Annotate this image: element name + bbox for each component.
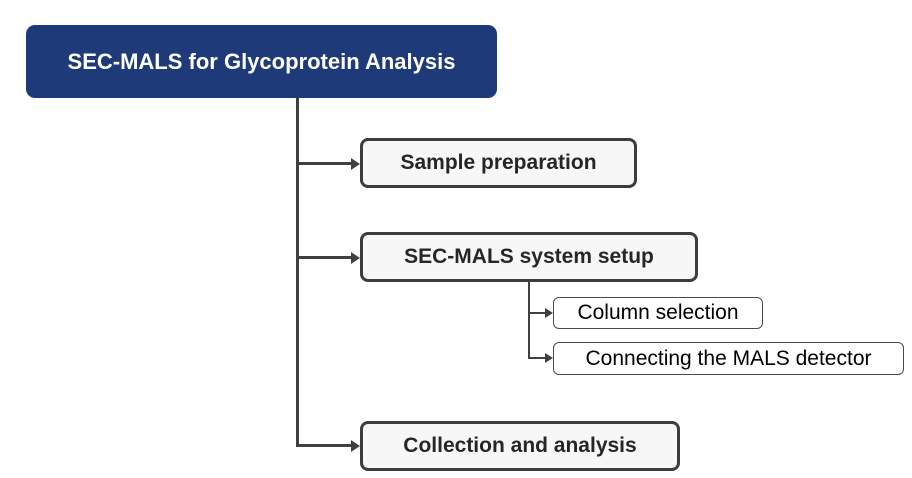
node-connecting-mals-detector-label: Connecting the MALS detector: [585, 346, 872, 370]
arrowhead-system-setup-icon: [351, 251, 360, 264]
node-root-label: SEC-MALS for Glycoprotein Analysis: [67, 48, 456, 74]
node-root: SEC-MALS for Glycoprotein Analysis: [26, 25, 497, 98]
arrowhead-connecting-mals-detector-icon: [545, 353, 553, 363]
connector-subtrunk-system-setup: [528, 281, 530, 359]
node-sec-mals-system-setup-label: SEC-MALS system setup: [404, 245, 654, 268]
node-sample-preparation-label: Sample preparation: [400, 151, 597, 174]
connector-branch-system-setup: [296, 256, 353, 259]
node-connecting-mals-detector: Connecting the MALS detector: [553, 342, 904, 375]
arrowhead-sample-preparation-icon: [351, 157, 360, 170]
connector-branch-connecting-mals-detector: [528, 357, 546, 359]
connector-branch-column-selection: [528, 312, 546, 314]
connector-branch-collection-analysis: [296, 444, 353, 447]
node-column-selection-label: Column selection: [577, 301, 739, 324]
node-collection-and-analysis: Collection and analysis: [360, 421, 680, 471]
connector-trunk: [296, 98, 299, 447]
node-column-selection: Column selection: [553, 297, 763, 329]
arrowhead-collection-analysis-icon: [351, 439, 360, 452]
node-sec-mals-system-setup: SEC-MALS system setup: [360, 232, 698, 282]
arrowhead-column-selection-icon: [545, 308, 553, 318]
node-collection-and-analysis-label: Collection and analysis: [403, 434, 637, 457]
connector-branch-sample-preparation: [296, 162, 353, 165]
node-sample-preparation: Sample preparation: [360, 138, 637, 188]
